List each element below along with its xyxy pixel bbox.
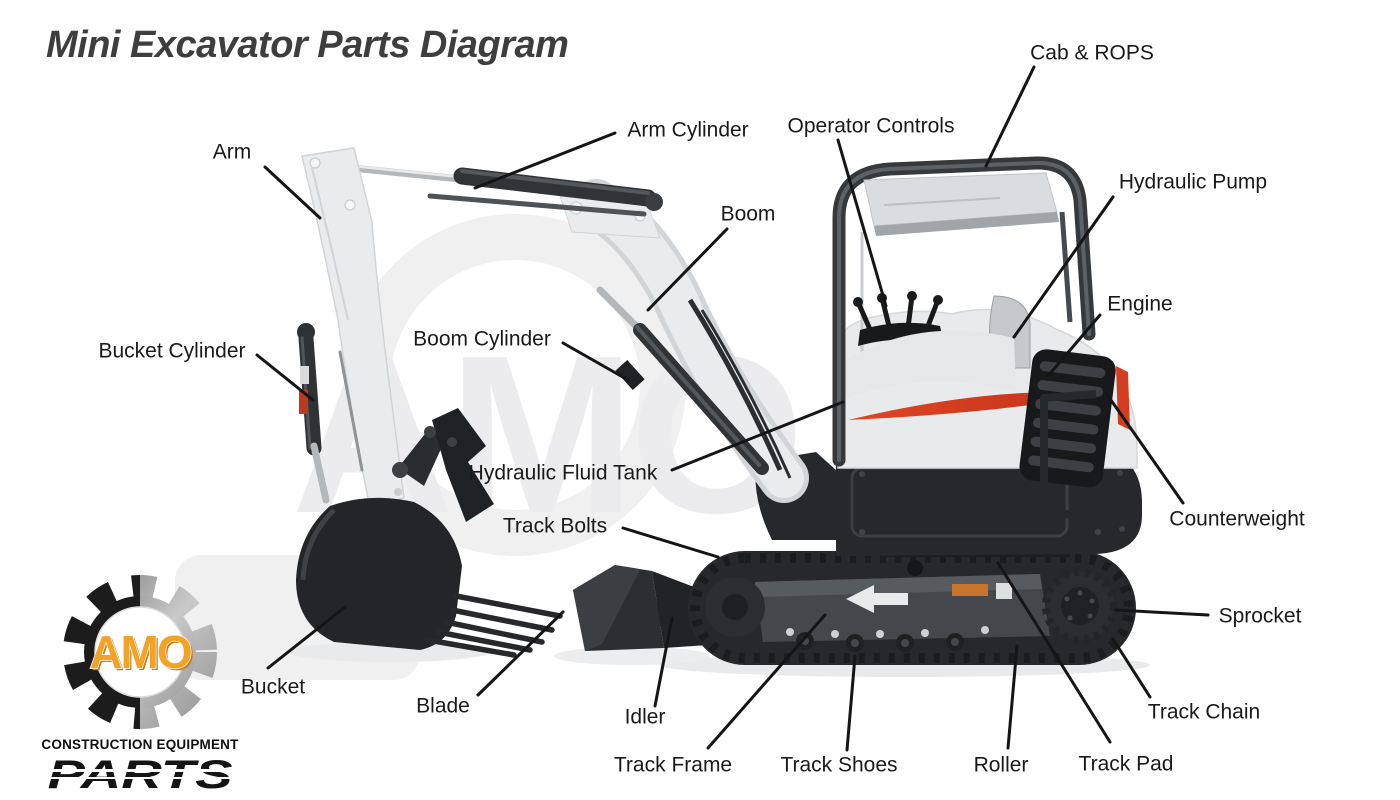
leader-line-idler xyxy=(653,616,674,708)
frame-arrow-decal xyxy=(846,585,908,613)
hydraulic-hose xyxy=(687,298,783,472)
leader-line-blade xyxy=(476,610,565,697)
leader-line-boom xyxy=(646,227,729,312)
page-title: Mini Excavator Parts Diagram xyxy=(46,24,569,66)
cab-rops-part xyxy=(832,156,1096,467)
control-cowl xyxy=(846,330,1016,398)
part-label-cab-rops: Cab & ROPS xyxy=(1030,41,1154,65)
leader-line-hydraulic-fluid-tank xyxy=(670,400,845,472)
leader-line-sprocket xyxy=(1114,608,1210,617)
part-label-bucket: Bucket xyxy=(240,675,306,699)
bucket-cylinder-part xyxy=(297,323,364,504)
part-label-track-pad: Track Pad xyxy=(1078,752,1174,776)
logo-tagline: CONSTRUCTION EQUIPMENT xyxy=(41,737,239,752)
undercarriage xyxy=(688,543,1136,665)
leader-line-roller xyxy=(1006,644,1019,750)
leader-line-bucket-cylinder xyxy=(255,353,315,402)
leader-line-operator-controls xyxy=(836,138,888,308)
sprocket-part xyxy=(1042,568,1118,644)
engine-handle-part xyxy=(1040,390,1099,520)
rear-red-decal xyxy=(1116,366,1130,430)
bucket-teeth xyxy=(425,593,563,658)
part-label-track-bolts: Track Bolts xyxy=(502,514,608,538)
logo-inner-circle xyxy=(95,607,185,697)
part-label-track-frame: Track Frame xyxy=(613,753,733,777)
part-label-idler: Idler xyxy=(624,705,666,729)
part-label-boom: Boom xyxy=(720,202,776,226)
part-label-engine: Engine xyxy=(1107,292,1173,316)
leader-line-track-shoes xyxy=(845,654,857,752)
white-decal xyxy=(996,583,1012,599)
part-label-roller: Roller xyxy=(973,753,1029,777)
part-label-arm-cylinder: Arm Cylinder xyxy=(627,118,749,142)
part-label-operator-controls: Operator Controls xyxy=(787,114,955,138)
logo-name: PARTS xyxy=(48,753,233,797)
leader-line-arm xyxy=(263,165,322,220)
leader-line-counterweight xyxy=(1104,391,1185,505)
leader-line-cab-rops xyxy=(984,65,1036,168)
arm-cylinder-part xyxy=(348,164,663,217)
part-label-bucket-cylinder: Bucket Cylinder xyxy=(98,339,246,363)
idler-part xyxy=(705,577,765,637)
part-label-counterweight: Counterweight xyxy=(1169,507,1305,531)
leader-line-bucket xyxy=(266,605,347,670)
logo-stripe xyxy=(45,777,235,779)
bucket-linkage-part xyxy=(392,408,494,522)
part-label-track-chain: Track Chain xyxy=(1147,700,1261,724)
leader-line-track-bolts xyxy=(621,526,720,559)
part-label-sprocket: Sprocket xyxy=(1218,604,1302,628)
leader-line-hydraulic-pump xyxy=(1012,195,1115,339)
part-label-hydraulic-pump: Hydraulic Pump xyxy=(1118,170,1268,194)
logo-monogram: AMO xyxy=(89,626,191,678)
amo-logo: AMO AMO CONSTRUCTION EQUIPMENT PARTS xyxy=(41,575,239,797)
part-label-boom-cylinder: Boom Cylinder xyxy=(413,327,551,351)
part-label-arm: Arm xyxy=(212,140,252,164)
leader-line-track-pad xyxy=(996,561,1112,744)
orange-decal xyxy=(952,584,988,596)
part-label-blade: Blade xyxy=(416,694,470,718)
leader-line-engine xyxy=(1046,313,1102,378)
logo-stripe xyxy=(45,769,235,772)
part-label-hydraulic-fluid-tank: Hydraulic Fluid Tank xyxy=(468,461,658,485)
roller-parts xyxy=(796,632,964,652)
leader-line-track-frame xyxy=(706,613,827,750)
leader-line-arm-cylinder xyxy=(473,131,617,190)
part-label-track-shoes: Track Shoes xyxy=(780,753,898,777)
logo-monogram-shadow: AMO xyxy=(91,628,193,680)
leader-line-track-chain xyxy=(1111,637,1152,699)
hydraulic-hose xyxy=(700,309,792,479)
leader-line-boom-cylinder xyxy=(561,341,630,382)
engine-vent-part xyxy=(1019,349,1116,488)
leader-lines xyxy=(255,65,1210,752)
